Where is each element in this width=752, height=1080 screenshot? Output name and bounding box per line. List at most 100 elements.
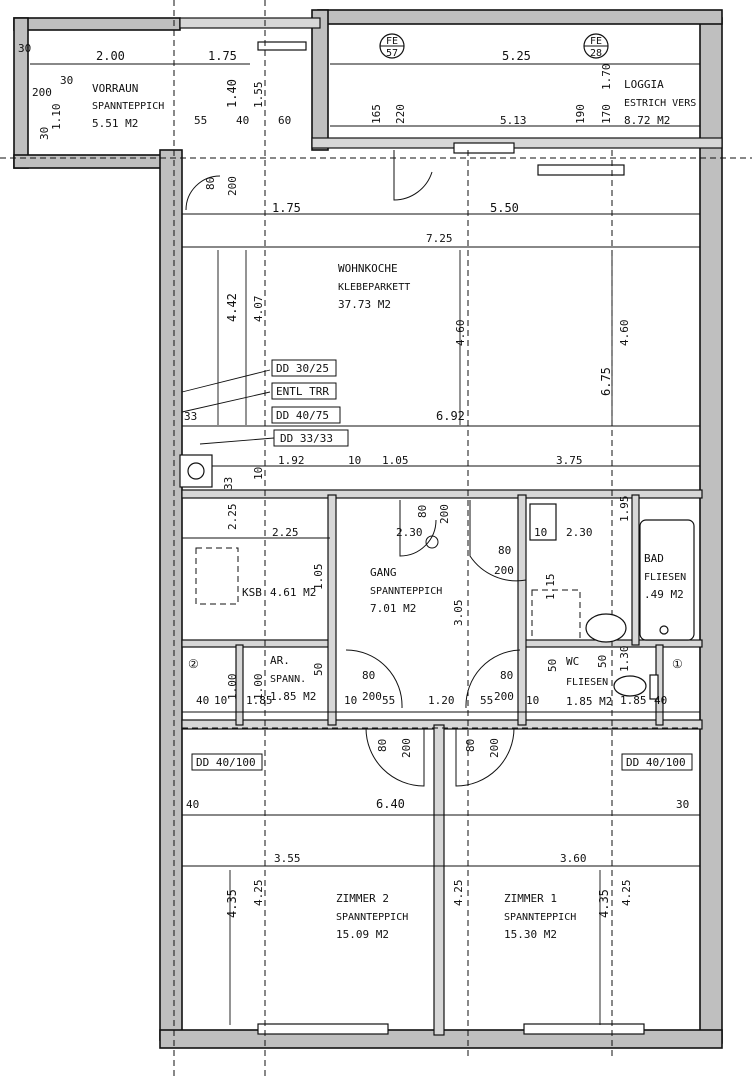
- dim-label-vertical: 80: [376, 739, 389, 752]
- dim-label: 5.25: [502, 49, 531, 63]
- dim-label: 1.20: [428, 694, 455, 707]
- room-loggia-area: 8.72 M2: [624, 114, 670, 127]
- dim-label: 5.13: [500, 114, 527, 127]
- dim-label: 3.75: [556, 454, 583, 467]
- room-ar-name: AR.: [270, 654, 290, 667]
- dim-label: 30: [60, 74, 73, 87]
- dim-label: 3.60: [560, 852, 587, 865]
- dim-label: 10: [534, 526, 547, 539]
- dim-label: 40: [186, 798, 199, 811]
- room-vorraum-name: VORRAUN: [92, 82, 138, 95]
- dim-label-vertical: 220: [394, 104, 407, 124]
- room-zimmer2-name: ZIMMER 2: [336, 892, 389, 905]
- dim-label-vertical: 200: [438, 504, 451, 524]
- dim-label-vertical: 3.05: [452, 600, 465, 627]
- dim-label-vertical: 50: [596, 655, 609, 668]
- windows: [257, 41, 645, 1035]
- dim-label-vertical: 4.35: [225, 889, 239, 918]
- tag-dd-30-25: DD 30/25: [276, 362, 329, 375]
- dim-label: 6.92: [436, 409, 465, 423]
- marker-fe28-bottom: 28: [590, 48, 602, 59]
- wall-ar-left: [235, 644, 244, 726]
- dim-label-vertical: 190: [574, 104, 587, 124]
- dimension-labels-vertical: 1.40 1.55 1.10 30 165 220 190 1.70 170 8…: [38, 64, 633, 919]
- room-wc-name: WC: [566, 655, 579, 668]
- dim-label: 40: [236, 114, 249, 127]
- dim-label-vertical: 200: [488, 738, 501, 758]
- dim-label: 7.25: [426, 232, 453, 245]
- dim-label-vertical: 50: [546, 659, 559, 672]
- washing-machine: [529, 503, 557, 541]
- room-zimmer1-area: 15.30 M2: [504, 928, 557, 941]
- dim-label: 2.30: [396, 526, 423, 539]
- room-bad-name: BAD: [644, 552, 664, 565]
- wall-loggia-top: [317, 9, 723, 25]
- circle-markers: FE 57 FE 28 ② ①: [188, 33, 683, 671]
- toilet: [613, 675, 647, 697]
- dim-label-vertical: 200: [400, 738, 413, 758]
- dim-label: 5.50: [490, 201, 519, 215]
- dim-label-vertical: 1.00: [252, 674, 265, 701]
- dim-label-vertical: 1.55: [252, 82, 265, 109]
- dim-label: 200: [494, 690, 514, 703]
- wall-vorraum-top: [13, 17, 181, 31]
- dim-label-vertical: 80: [416, 505, 429, 518]
- door-zimmer1: [455, 727, 515, 787]
- dim-label: 10: [526, 694, 539, 707]
- room-wc-area: 1.85 M2: [566, 695, 612, 708]
- dim-label: 80: [498, 544, 511, 557]
- dim-label: 1.75: [208, 49, 237, 63]
- room-ar-area: 1.85 M2: [270, 690, 316, 703]
- dim-label-vertical: 80: [204, 177, 217, 190]
- door-hinge-gang: [425, 535, 439, 549]
- dim-label-vertical: 4.60: [454, 320, 467, 347]
- room-bad-floor: FLIESEN: [644, 572, 686, 583]
- marker-fe57-top: FE: [386, 36, 398, 47]
- dim-label-vertical: 4.60: [618, 320, 631, 347]
- room-zimmer2-area: 15.09 M2: [336, 928, 389, 941]
- dim-label: 1.75: [272, 201, 301, 215]
- room-zimmer2-floor: SPANNTEPPICH: [336, 912, 408, 923]
- tag-entl-trr: ENTL TRR: [276, 385, 329, 398]
- dim-label-vertical: 1.15: [544, 574, 557, 601]
- toilet-tank: [649, 674, 659, 700]
- dim-label: 6.40: [376, 797, 405, 811]
- dim-label-vertical: 165: [370, 104, 383, 124]
- dimension-labels: 2.00 1.75 5.25 30 30 200 55 40 60 5.13 1…: [18, 42, 689, 865]
- dim-label-vertical: 170: [600, 104, 613, 124]
- room-zimmer1-floor: SPANNTEPPICH: [504, 912, 576, 923]
- tag-dd-40-100-right: DD 40/100: [626, 756, 686, 769]
- wall-zimmer-divider: [433, 724, 445, 1036]
- dim-label: 60: [278, 114, 291, 127]
- dim-label-vertical: 1.00: [226, 674, 239, 701]
- door-ar: [345, 649, 403, 709]
- marker-fe28-top: FE: [590, 36, 602, 47]
- room-wc-floor: FLIESEN: [566, 677, 608, 688]
- dim-label-vertical: 1.95: [618, 496, 631, 523]
- wall-ksb-bottom: [181, 639, 333, 648]
- dim-label: 30: [676, 798, 689, 811]
- dim-label-vertical: 1.05: [312, 564, 325, 591]
- dim-label-vertical: 80: [464, 739, 477, 752]
- room-wohnkueche-area: 37.73 M2: [338, 298, 391, 311]
- room-loggia-name: LOGGIA: [624, 78, 664, 91]
- room-vorraum-floor: SPANNTEPPICH: [92, 101, 164, 112]
- dim-label: 80: [362, 669, 375, 682]
- dim-label-vertical: 50: [312, 663, 325, 676]
- window-loggia-b: [537, 164, 625, 176]
- marker-circle-2: ②: [188, 657, 199, 671]
- dim-label: 1.85: [620, 694, 647, 707]
- room-labels: VORRAUN SPANNTEPPICH 5.51 M2 LOGGIA ESTR…: [92, 78, 696, 941]
- dim-label-vertical: 6.75: [599, 367, 613, 396]
- dim-label: 3.55: [274, 852, 301, 865]
- room-gang-name: GANG: [370, 566, 397, 579]
- dim-label: 33: [184, 410, 197, 423]
- tag-boxes: DD 30/25 ENTL TRR DD 40/75 DD 33/33 DD 4…: [191, 359, 693, 771]
- wall-services-top: [181, 489, 703, 499]
- dim-label: 10: [348, 454, 361, 467]
- wall-vorraum-left: [13, 17, 29, 169]
- door-gang-top: [399, 500, 437, 557]
- room-wohnkueche-floor: KLEBEPARKETT: [338, 282, 410, 293]
- dim-label: 2.25: [272, 526, 299, 539]
- wall-east: [699, 17, 723, 1044]
